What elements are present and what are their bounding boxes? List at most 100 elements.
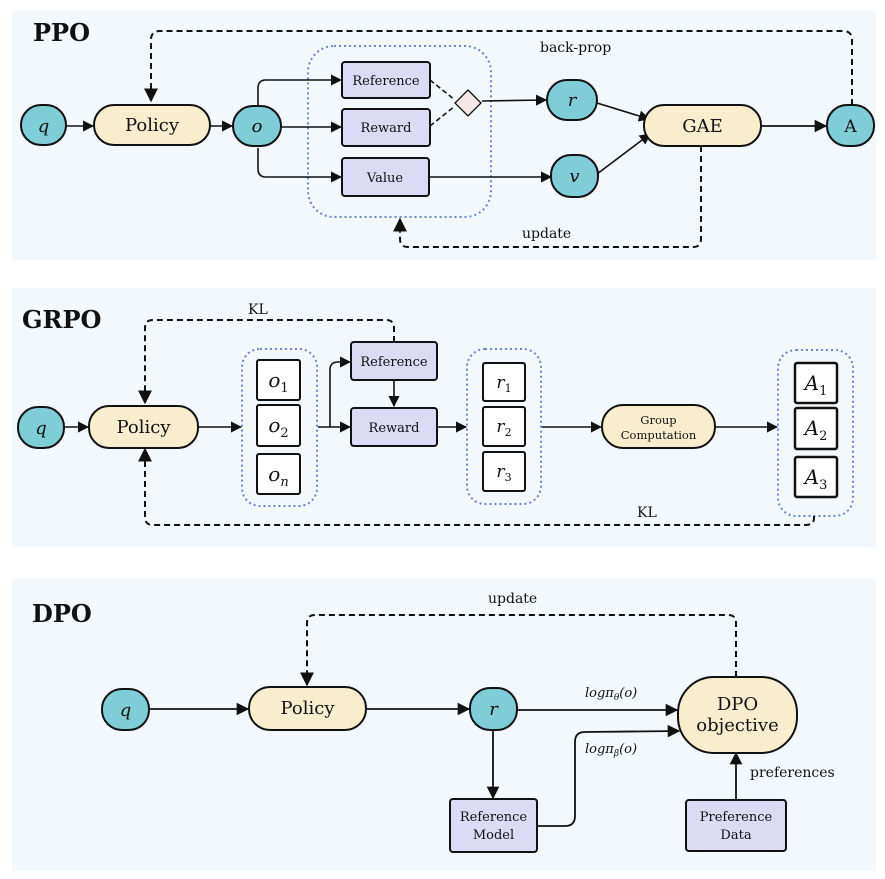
grpo-reward-score-1: r1	[496, 373, 511, 395]
dpo-reference-model-box	[449, 798, 538, 853]
dpo-log-beta-label: logπβ(o)	[585, 742, 637, 759]
dpo-ref-line1: Reference	[460, 810, 528, 825]
grpo-reward-score-box-2	[482, 406, 526, 447]
grpo-kl-bottom-label: KL	[637, 505, 657, 521]
grpo-reward-score-2-sub: 2	[505, 426, 512, 439]
dpo-preference-data-box	[685, 799, 787, 852]
dpo-pref-line1: Preference	[700, 810, 773, 825]
dpo-q-node	[101, 688, 150, 731]
grpo-kl-top-label: KL	[248, 302, 268, 318]
grpo-arrow-outputs-reference	[329, 356, 352, 427]
ppo-policy-node	[93, 104, 211, 146]
ppo-a-label: A	[843, 117, 857, 137]
ppo-arrow-v-gae	[596, 133, 651, 175]
dpo-ref-line2: Model	[473, 828, 514, 843]
ppo-value-box	[341, 157, 430, 197]
grpo-reward-score-3-sub: 3	[505, 471, 512, 484]
grpo-output-box-2	[256, 404, 301, 447]
grpo-output-n-base: o	[268, 462, 280, 486]
grpo-q-node	[17, 406, 65, 449]
grpo-advantage-2-base: A	[803, 416, 819, 440]
grpo-group-computation-node	[601, 404, 716, 449]
grpo-group-line1: Group	[640, 413, 676, 427]
grpo-reward-box	[350, 407, 438, 447]
ppo-q-node	[20, 104, 67, 146]
grpo-advantage-2-sub: 2	[819, 429, 827, 444]
ppo-arrow-r-gae	[596, 102, 651, 122]
grpo-reward-label: Reward	[369, 421, 420, 436]
ppo-update-label: update	[522, 226, 571, 242]
grpo-output-2-sub: 2	[280, 426, 288, 441]
grpo-reward-score-2-base: r	[496, 417, 505, 437]
dpo-log-theta-label: logπθ(o)	[585, 686, 637, 703]
dpo-log-beta-base: logπ	[585, 742, 614, 757]
grpo-advantage-1-sub: 1	[819, 384, 827, 399]
grpo-advantage-1-base: A	[803, 371, 819, 395]
ppo-v-node	[550, 154, 599, 198]
dpo-objective-line2: objective	[696, 715, 779, 736]
ppo-combine-diamond	[454, 89, 482, 117]
ppo-reward-box	[341, 108, 431, 147]
grpo-reference-box	[350, 341, 438, 381]
ppo-a-node	[826, 104, 875, 147]
dpo-policy-label: Policy	[281, 698, 336, 719]
dpo-log-theta-sub: θ	[614, 693, 620, 703]
dpo-q-label: q	[120, 700, 132, 721]
grpo-advantage-3-sub: 3	[819, 478, 827, 493]
grpo-advantage-1: A1	[803, 371, 828, 399]
dpo-log-theta-base: logπ	[585, 686, 614, 701]
dpo-log-theta-arg: (o)	[619, 686, 637, 701]
ppo-arrow-o-reference	[257, 74, 343, 106]
dpo-log-beta-arg: (o)	[619, 742, 637, 757]
grpo-advantage-box-3	[793, 455, 839, 499]
ppo-q-label: q	[38, 116, 50, 137]
ppo-gae-node	[643, 104, 762, 147]
grpo-advantage-2: A2	[803, 416, 828, 444]
grpo-reward-score-2: r2	[496, 417, 511, 439]
ppo-dashed-ref-diamond	[429, 79, 456, 101]
grpo-advantage-3-base: A	[803, 465, 819, 489]
dpo-r-label: r	[489, 699, 499, 720]
dpo-title: DPO	[32, 599, 92, 628]
grpo-output-box-1	[256, 359, 301, 401]
grpo-reward-score-box-1	[482, 362, 526, 402]
ppo-gae-label: GAE	[682, 116, 723, 137]
grpo-rewards-group	[466, 348, 542, 505]
grpo-output-2: o2	[268, 413, 288, 441]
dpo-update-label: update	[488, 591, 537, 607]
dpo-log-beta-sub: β	[613, 749, 619, 759]
dpo-pref-line2: Data	[720, 828, 751, 843]
grpo-reward-score-box-3	[482, 451, 526, 492]
ppo-o-label: o	[252, 116, 263, 137]
ppo-arrow-diamond-r	[481, 94, 548, 106]
grpo-advantage-box-1	[793, 361, 839, 405]
grpo-title: GRPO	[22, 305, 101, 334]
ppo-policy-label: Policy	[125, 115, 180, 136]
ppo-title: PPO	[33, 18, 90, 47]
ppo-o-node	[232, 105, 282, 147]
grpo-output-1: o1	[268, 368, 288, 396]
grpo-q-label: q	[35, 418, 47, 439]
ppo-r-label: r	[568, 90, 578, 111]
grpo-group-line2: Computation	[621, 428, 697, 442]
ppo-update-arrow	[393, 146, 702, 248]
grpo-reference-label: Reference	[360, 355, 428, 370]
ppo-backprop-arrow	[144, 30, 853, 105]
grpo-kl-bottom-arrow	[138, 447, 815, 526]
dpo-preferences-label: preferences	[750, 765, 835, 781]
grpo-reward-score-1-sub: 1	[505, 382, 512, 395]
grpo-kl-top-arrow	[138, 319, 395, 405]
dpo-policy-node	[248, 686, 367, 731]
grpo-advantage-box-2	[793, 406, 839, 451]
grpo-policy-node	[88, 405, 199, 449]
grpo-reward-score-1-base: r	[496, 373, 505, 393]
grpo-reward-score-3: r3	[496, 462, 511, 484]
dpo-arrow-reference-objective	[537, 724, 681, 827]
dpo-objective-node	[677, 676, 798, 754]
grpo-output-1-base: o	[268, 368, 280, 392]
